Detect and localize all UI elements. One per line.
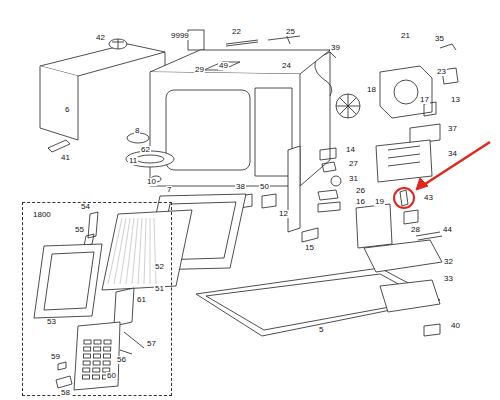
- callout-number: 53: [46, 318, 57, 326]
- callout-number: 11: [128, 157, 138, 165]
- callout-number: 61: [136, 296, 147, 304]
- callout-number: 18: [366, 86, 377, 94]
- callout-number: 21: [400, 32, 411, 40]
- callout-number: 59: [50, 353, 61, 361]
- callout-number: 34: [447, 150, 458, 158]
- callout-number: 32: [443, 258, 454, 266]
- door-group-outline: 1800: [22, 202, 172, 396]
- callout-number: 12: [278, 210, 289, 218]
- callout-number: 6: [64, 106, 70, 114]
- highlight-circle: [394, 188, 414, 208]
- callout-number: 8: [134, 127, 140, 135]
- callout-number: 13: [450, 96, 461, 104]
- callout-number: 16: [355, 198, 366, 206]
- callout-number: 37: [447, 125, 458, 133]
- callout-number: 29: [194, 66, 205, 74]
- callout-number: 15: [304, 244, 315, 252]
- callout-number: 49: [218, 62, 229, 70]
- group-number: 1800: [31, 210, 53, 220]
- callout-number: 24: [281, 62, 292, 70]
- callout-number: 10: [146, 178, 157, 186]
- callout-number: 22: [231, 28, 242, 36]
- callout-number: 50: [259, 183, 270, 191]
- callout-number: 60: [106, 372, 117, 380]
- callout-number: 33: [443, 275, 454, 283]
- callout-number: 27: [348, 160, 359, 168]
- red-arrow: [422, 142, 490, 186]
- callout-number: 44: [442, 226, 453, 234]
- callout-number: 42: [95, 34, 106, 42]
- callout-number: 40: [450, 322, 461, 330]
- callout-number: 38: [235, 183, 246, 191]
- callout-number: 17: [419, 96, 430, 104]
- callout-number: 28: [410, 226, 421, 234]
- callout-number: 55: [74, 226, 85, 234]
- callout-number: 56: [116, 356, 127, 364]
- callout-number: 52: [154, 263, 165, 271]
- callout-number: 43: [423, 194, 434, 202]
- callout-number: 39: [330, 44, 341, 52]
- callout-number: 5: [318, 326, 324, 334]
- callout-number: 58: [60, 389, 71, 397]
- callout-number: 51: [154, 285, 165, 293]
- callout-number: 62: [140, 146, 151, 154]
- callout-number: 19: [374, 198, 385, 206]
- callout-number: 35: [434, 35, 445, 43]
- callout-number: 31: [348, 175, 359, 183]
- callout-number: 57: [146, 340, 157, 348]
- callout-number: 54: [80, 203, 91, 211]
- callout-number: 14: [345, 146, 356, 154]
- callout-number: 9999: [170, 32, 190, 40]
- callout-number: 25: [285, 28, 296, 36]
- callout-number: 23: [436, 68, 447, 76]
- callout-number: 26: [355, 187, 366, 195]
- callout-number: 7: [166, 186, 172, 194]
- callout-number: 41: [60, 154, 71, 162]
